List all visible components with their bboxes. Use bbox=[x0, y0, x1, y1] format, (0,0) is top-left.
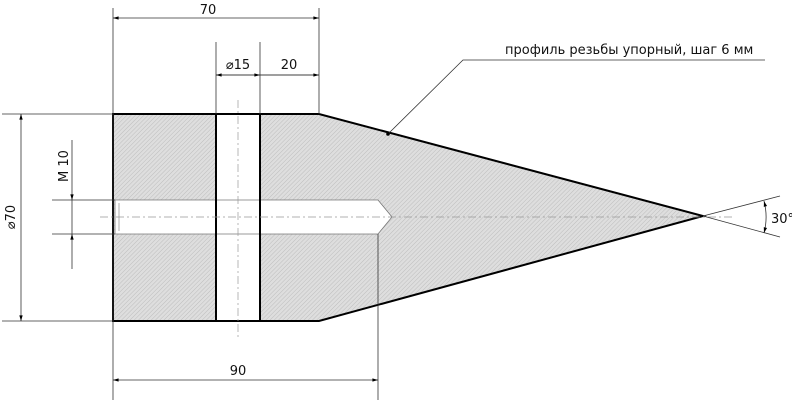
dimension-20: 20 bbox=[281, 58, 298, 73]
angle-arc-30 bbox=[763, 200, 768, 234]
dimension-70: 70 bbox=[200, 3, 217, 18]
thread-profile-note: профиль резьбы упорный, шаг 6 мм bbox=[505, 43, 753, 58]
dimension-angle-30: 30° bbox=[771, 212, 792, 227]
dimension-diameter-15: ⌀15 bbox=[226, 58, 250, 73]
dimension-thread-m10: M 10 bbox=[57, 150, 72, 182]
part-body bbox=[112, 113, 707, 322]
note-leader-line bbox=[387, 59, 765, 135]
extension-lines bbox=[2, 8, 781, 400]
dimension-diameter-70: ⌀70 bbox=[4, 205, 19, 229]
dimension-90: 90 bbox=[230, 364, 247, 379]
